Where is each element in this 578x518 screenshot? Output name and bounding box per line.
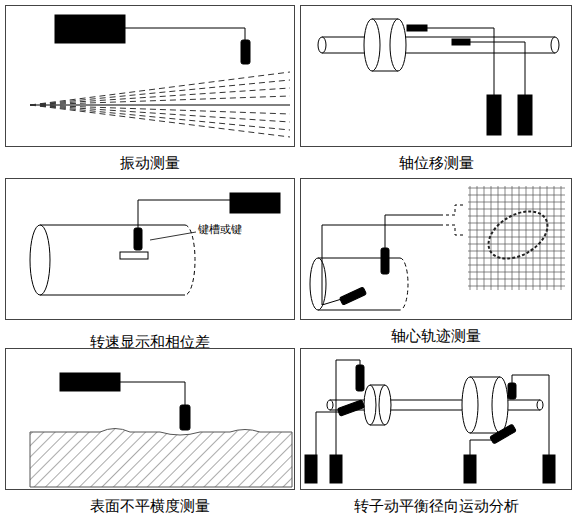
rotor-illustration (305, 360, 555, 483)
axial-illustration (318, 19, 559, 135)
orbit-illustration (310, 186, 565, 310)
panel-caption: 转速显示和相位差 (0, 333, 314, 352)
panel-caption: 转子动平衡径向运动分析 (281, 497, 578, 516)
panel-frame: 表面不平横度测量 (5, 348, 295, 490)
panel-frame: 转速显示和相位差 (5, 178, 295, 320)
surface-illustration (30, 373, 292, 487)
part-label: 键槽或键 (198, 222, 242, 237)
panel-caption: 轴位移测量 (281, 154, 578, 173)
panel-frame: 轴位移测量 (300, 5, 572, 147)
speed-illustration (30, 193, 280, 295)
panel-caption: 表面不平横度测量 (0, 497, 314, 516)
panel-caption: 轴心轨迹测量 (281, 327, 578, 346)
panel-frame: 轴心轨迹测量 (300, 178, 572, 320)
panel-frame: 振动测量 (5, 5, 295, 147)
vibration-illustration (30, 15, 290, 137)
panel-frame: 转子动平衡径向运动分析 (300, 348, 572, 490)
panel-caption: 振动测量 (0, 154, 314, 173)
